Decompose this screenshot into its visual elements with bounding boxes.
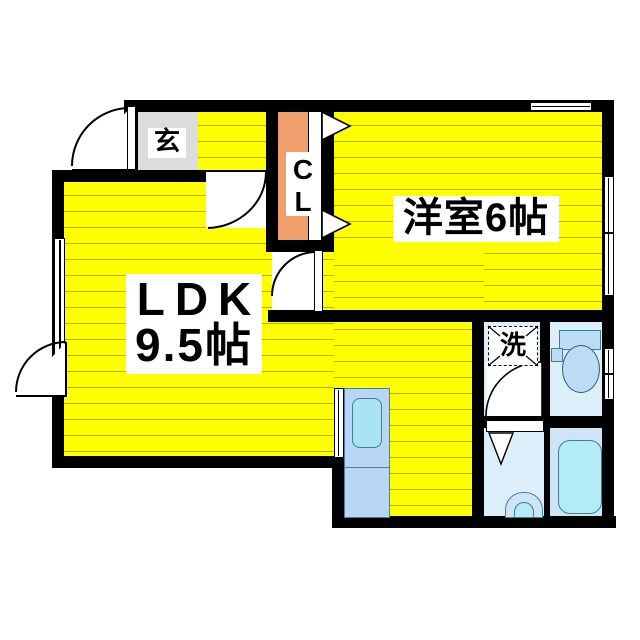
ldk-size-label: 9.5帖 <box>126 322 262 374</box>
closet-label-c: C <box>292 154 314 185</box>
hall-door-leaf <box>314 250 323 312</box>
closet-label: C L <box>286 152 320 218</box>
wall-bath-divider <box>544 428 550 516</box>
toilet-window-center-tick <box>602 373 614 375</box>
bedroom-north-window-mullion <box>532 106 590 108</box>
wash-basin-bowl <box>514 502 534 518</box>
kitchen-window-mullion <box>338 390 340 456</box>
wall-bedroom-south <box>322 310 614 322</box>
wall-ldk-south <box>52 456 344 468</box>
kitchen-sink-basin <box>352 398 382 448</box>
washroom-door[interactable] <box>484 360 546 418</box>
wall-closet-west <box>266 100 278 252</box>
wall-kitchen-west <box>332 456 344 528</box>
bedroom-east-window-mullion <box>608 178 610 294</box>
bath-door-swing-icon <box>487 432 518 466</box>
bedroom-east-window-center-tick <box>602 232 614 234</box>
hall-door[interactable] <box>271 251 334 314</box>
entrance-hall-door[interactable] <box>206 171 268 232</box>
washing-machine-diagonals <box>487 325 539 367</box>
washer-label: 洗 <box>499 330 526 360</box>
entrance-label: 玄 <box>148 128 186 158</box>
wall-toilet-west <box>540 310 550 422</box>
closet-door-arrow-bottom-icon <box>321 208 352 240</box>
ldk-balcony-window-mullion <box>59 240 61 394</box>
wall-top-north <box>136 100 614 112</box>
kitchen-sink-divider <box>344 467 390 469</box>
closet-label-l: L <box>294 186 312 218</box>
closet-door-arrow-top-icon <box>321 110 352 142</box>
entrance-door[interactable] <box>70 104 132 172</box>
bathtub <box>558 440 602 514</box>
wall-hall-south-nub <box>268 310 334 322</box>
toilet-lever <box>551 348 563 362</box>
ldk-label: LDK <box>126 274 262 324</box>
bath-door[interactable] <box>486 420 544 432</box>
entrance-door-leaf <box>127 106 136 170</box>
bedroom-label: 洋室6帖 <box>393 196 559 242</box>
wall-closet-south <box>266 240 334 252</box>
toilet-bowl <box>562 345 600 393</box>
wall-wet-west <box>472 310 484 528</box>
ldk-side-door[interactable] <box>14 338 68 400</box>
